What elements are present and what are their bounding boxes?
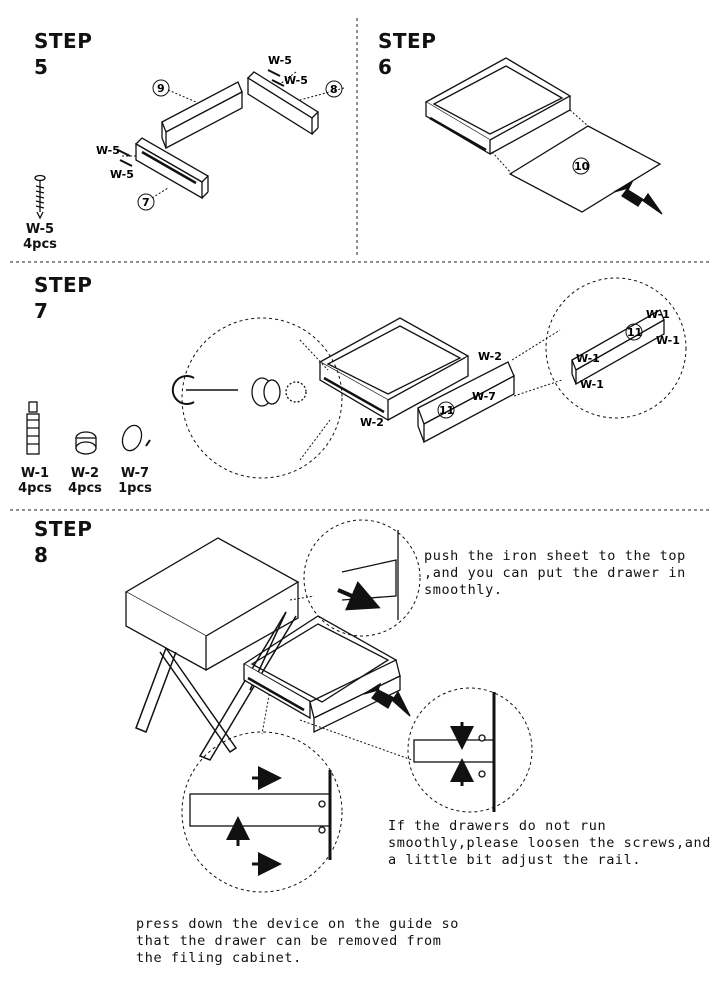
part-w1: W-1 4pcs bbox=[12, 466, 58, 496]
label-9: 9 bbox=[157, 82, 165, 95]
zoom-circle-left bbox=[181, 317, 343, 479]
callout-11a bbox=[437, 401, 455, 419]
note-iron-sheet: push the iron sheet to the top ,and you … bbox=[424, 548, 686, 598]
part-w5: W-5 4pcs bbox=[16, 222, 64, 252]
w5-label-a: W-5 bbox=[268, 54, 292, 67]
part-w7: W-7 1pcs bbox=[112, 466, 158, 496]
zoom-circle-right bbox=[545, 277, 687, 419]
callout-10 bbox=[572, 157, 590, 175]
w1-label-c: W-1 bbox=[576, 352, 600, 365]
step-word: STEP bbox=[378, 29, 437, 53]
step8-drawing bbox=[124, 519, 533, 893]
w2-label-b: W-2 bbox=[360, 416, 384, 429]
part-qty: 4pcs bbox=[18, 481, 52, 496]
step-number: 5 bbox=[34, 55, 49, 79]
part-qty: 4pcs bbox=[23, 237, 57, 252]
label-10: 10 bbox=[574, 160, 590, 173]
label-8: 8 bbox=[330, 83, 338, 96]
label-11a: 11 bbox=[439, 404, 454, 417]
step-5-title: STEP 5 bbox=[34, 28, 92, 80]
panel-7 bbox=[134, 137, 210, 200]
w5-label-d: W-5 bbox=[110, 168, 134, 181]
note-remove-drawer: press down the device on the guide so th… bbox=[136, 916, 459, 966]
panel-9 bbox=[161, 81, 243, 150]
panel-8 bbox=[246, 71, 320, 136]
push-arrow-icon bbox=[613, 180, 663, 215]
label-11b: 11 bbox=[627, 326, 642, 339]
zoom-circle-bottom bbox=[181, 731, 343, 893]
w5-label-c: W-5 bbox=[96, 144, 120, 157]
step5-drawing bbox=[34, 69, 345, 220]
step-6-title: STEP 6 bbox=[378, 28, 436, 80]
callout-7 bbox=[137, 193, 155, 211]
part-qty: 4pcs bbox=[68, 481, 102, 496]
zoom-circle-right-rail bbox=[407, 687, 533, 813]
part-code: W-1 bbox=[20, 466, 50, 481]
part-code: W-7 bbox=[120, 466, 150, 481]
part-code: W-2 bbox=[70, 466, 100, 481]
step-number: 7 bbox=[34, 299, 49, 323]
step-word: STEP bbox=[34, 273, 93, 297]
note-adjust-rail: If the drawers do not run smoothly,pleas… bbox=[388, 818, 711, 868]
drawer-push-arrow-icon bbox=[363, 682, 411, 717]
w7-label: W-7 bbox=[472, 390, 496, 403]
section-dividers bbox=[10, 18, 712, 511]
step-8-title: STEP 8 bbox=[34, 516, 92, 568]
callout-8 bbox=[325, 80, 343, 98]
w1-label-b: W-1 bbox=[656, 334, 680, 347]
step7-drawing bbox=[26, 277, 687, 479]
w1-label-a: W-1 bbox=[646, 308, 670, 321]
part-qty: 1pcs bbox=[118, 481, 152, 496]
label-7: 7 bbox=[142, 196, 150, 209]
w2-label-a: W-2 bbox=[478, 350, 502, 363]
callout-11b bbox=[625, 323, 643, 341]
cam-bolt-w1-icon bbox=[26, 401, 40, 455]
cam-lock-w2-icon bbox=[75, 431, 97, 455]
step-number: 8 bbox=[34, 543, 49, 567]
part-w2: W-2 4pcs bbox=[62, 466, 108, 496]
part-code: W-5 bbox=[25, 222, 55, 237]
step-word: STEP bbox=[34, 517, 93, 541]
step5-panel-numbers bbox=[137, 79, 343, 211]
step-word: STEP bbox=[34, 29, 93, 53]
screw-w5-icon bbox=[34, 174, 46, 220]
w1-label-d: W-1 bbox=[580, 378, 604, 391]
step-number: 6 bbox=[378, 55, 393, 79]
panel-10 bbox=[508, 125, 662, 213]
zoom-circle-top bbox=[303, 519, 421, 637]
step-7-title: STEP 7 bbox=[34, 272, 92, 324]
step6-drawing bbox=[424, 57, 663, 215]
callout-9 bbox=[152, 79, 170, 97]
ring-pull-w7-icon bbox=[121, 424, 151, 452]
w5-label-b: W-5 bbox=[284, 74, 308, 87]
